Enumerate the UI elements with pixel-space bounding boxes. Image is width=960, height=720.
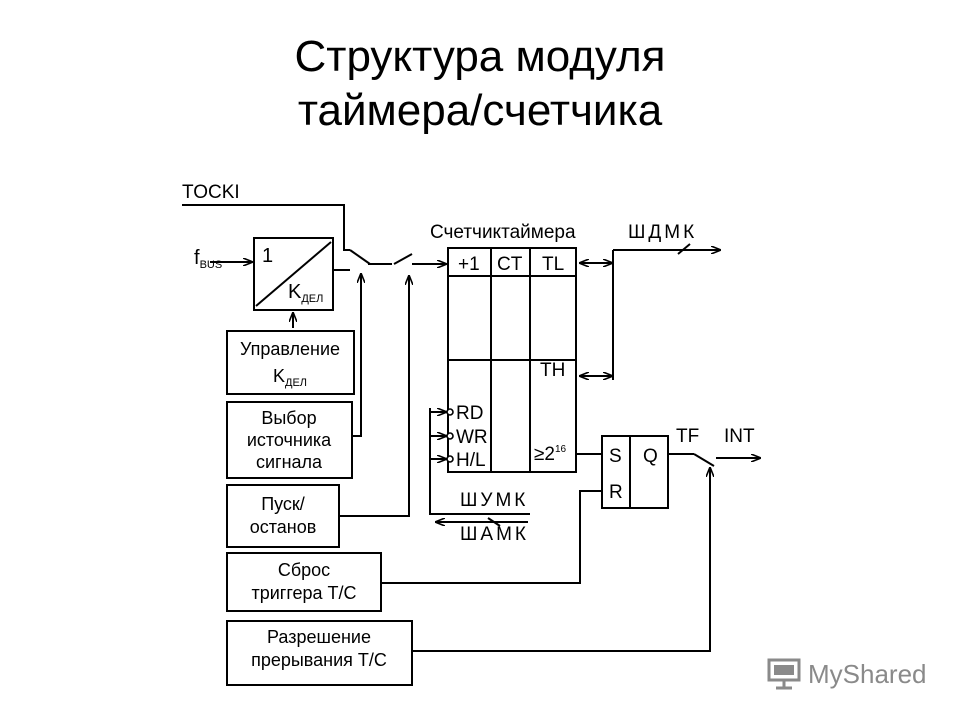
cell-ct: CT	[497, 254, 523, 275]
box-control-line2: KДЕЛ	[273, 366, 307, 389]
box-source-line1: Выбор	[261, 408, 316, 428]
box-control-kdel	[226, 330, 355, 395]
title-line-2: таймера/счетчика	[297, 86, 663, 135]
label-counter-title: Счетчиктаймера	[430, 222, 576, 243]
box-start-stop	[226, 484, 340, 548]
flipflop-r: R	[609, 482, 623, 503]
cell-hl: H/L	[456, 450, 486, 471]
label-prescaler-one: 1	[262, 245, 273, 267]
box-source-line3: сигнала	[256, 452, 323, 472]
box-reset-line2: триггера Т/С	[251, 583, 356, 603]
tc-flipflop	[601, 435, 669, 509]
control-bus-line	[429, 408, 530, 515]
prescaler-diagonal	[255, 241, 332, 307]
flipflop-s: S	[609, 446, 622, 467]
label-fbus: fBUS	[194, 247, 222, 271]
myshared-watermark: MyShared	[766, 655, 936, 695]
box-control-line1: Управление	[240, 339, 340, 359]
start-switch-blade	[393, 253, 413, 265]
int-switch-blade	[693, 453, 715, 467]
box-irq-line2: прерывания Т/С	[251, 650, 387, 670]
box-irq-line1: Разрешение	[267, 627, 371, 647]
cell-tl: TL	[542, 254, 564, 275]
label-address-bus: ШАМК	[460, 524, 529, 545]
box-reset-line1: Сброс	[278, 560, 330, 580]
prescaler-box	[253, 237, 334, 311]
wr-bubble	[446, 432, 454, 440]
label-control-bus: ШУМК	[460, 490, 528, 511]
rd-bubble	[446, 408, 454, 416]
cell-plus1: +1	[458, 254, 480, 275]
box-start-line1: Пуск/	[261, 494, 305, 514]
box-start-line2: останов	[250, 517, 317, 537]
flipflop-q: Q	[643, 446, 658, 467]
title-line-1: Структура модуля	[294, 32, 666, 81]
box-irq-enable	[226, 620, 413, 686]
cell-rd: RD	[456, 403, 483, 424]
label-int: INT	[724, 426, 755, 447]
label-data-bus: ШДМК	[628, 222, 697, 243]
source-to-switch-line	[352, 274, 361, 437]
cell-th: TH	[540, 360, 565, 381]
box-reset-tc	[226, 552, 382, 612]
hl-bubble	[446, 455, 454, 463]
label-tocki: TOCKI	[182, 182, 240, 203]
cell-wr: WR	[456, 427, 488, 448]
source-switch-blade	[349, 249, 371, 265]
box-source-select	[226, 401, 353, 479]
watermark-brand: MyShared	[808, 659, 927, 689]
start-to-switch-line	[339, 276, 409, 517]
reset-to-r-line	[381, 490, 602, 584]
label-tf: TF	[676, 426, 699, 447]
label-prescaler-k: KДЕЛ	[288, 281, 323, 305]
projector-screen-icon	[767, 658, 801, 690]
box-source-line2: источника	[247, 430, 332, 450]
slide-title: Структура модуля таймера/счетчика	[0, 30, 960, 138]
irq-to-switch-line	[412, 468, 710, 652]
cell-overflow: ≥216	[534, 444, 567, 465]
tocki-line	[182, 204, 350, 251]
